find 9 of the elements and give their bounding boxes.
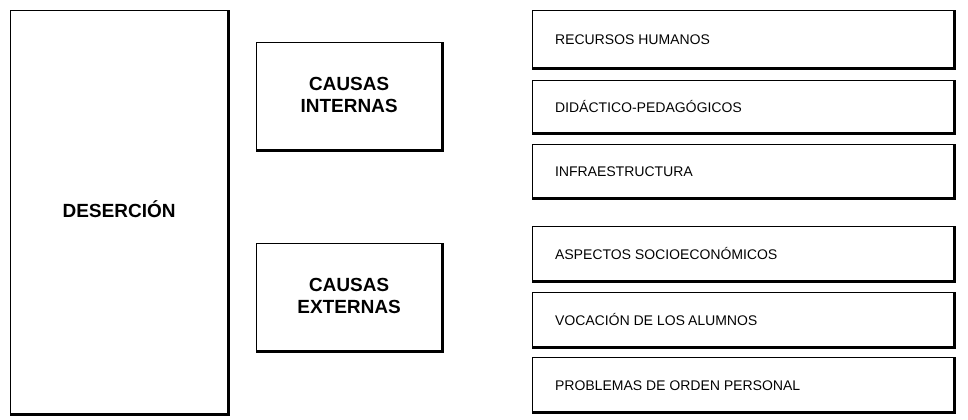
category-box: CAUSAS INTERNAS <box>256 42 444 152</box>
cause-box: RECURSOS HUMANOS <box>532 10 956 70</box>
category-box: CAUSAS EXTERNAS <box>256 243 444 353</box>
cause-box: VOCACIÓN DE LOS ALUMNOS <box>532 292 956 349</box>
cause-box: PROBLEMAS DE ORDEN PERSONAL <box>532 357 956 414</box>
cause-box: INFRAESTRUCTURA <box>532 144 956 200</box>
cause-box: ASPECTOS SOCIOECONÓMICOS <box>532 226 956 283</box>
category-box: DESERCIÓN <box>10 10 230 416</box>
cause-box: DIDÁCTICO-PEDAGÓGICOS <box>532 80 956 135</box>
